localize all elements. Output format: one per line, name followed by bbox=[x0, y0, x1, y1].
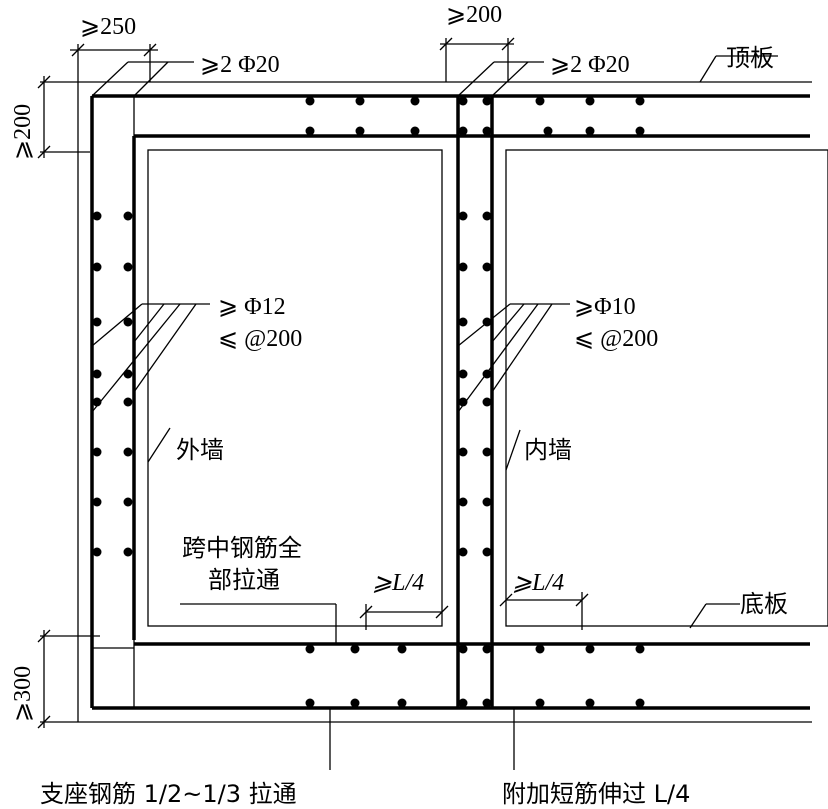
top-slab-label: 顶板 bbox=[726, 44, 774, 72]
quarter-span-left-label: ⩾L/4 bbox=[372, 570, 424, 596]
extra-bars-label: 附加短筋伸过 L/4 bbox=[502, 780, 690, 808]
top-bars-inner-label: ⩾2 Φ20 bbox=[550, 52, 630, 78]
dim-200-left-label: ⩾200 bbox=[10, 104, 36, 160]
inner-wall-label: 内墙 bbox=[524, 436, 572, 464]
leader-lines bbox=[91, 55, 778, 770]
dim-250-label: ⩾250 bbox=[80, 14, 136, 40]
rebar-dots bbox=[92, 96, 645, 708]
outer-wall-bars-label-2: ⩽ @200 bbox=[218, 326, 302, 352]
dimension-lines bbox=[37, 37, 589, 729]
concrete-outline bbox=[40, 38, 828, 723]
support-bars-label: 支座钢筋 1/2~1/3 拉通 bbox=[40, 780, 297, 808]
inner-wall-bars-label-1: ⩾Φ10 bbox=[574, 294, 636, 320]
midspan-label-2: 部拉通 bbox=[208, 566, 280, 594]
dim-200-top-label: ⩾200 bbox=[446, 2, 502, 28]
dim-300-left-label: ⩾300 bbox=[10, 666, 36, 722]
top-bars-outer-label: ⩾2 Φ20 bbox=[200, 52, 280, 78]
outer-wall-bars-label-1: ⩾ Φ12 bbox=[218, 294, 286, 320]
outer-wall-label: 外墙 bbox=[176, 436, 224, 464]
inner-wall-bars-label-2: ⩽ @200 bbox=[574, 326, 658, 352]
midspan-label-1: 跨中钢筋全 bbox=[182, 534, 302, 562]
bottom-slab-label: 底板 bbox=[740, 590, 788, 618]
quarter-span-right-label: ⩾L/4 bbox=[512, 570, 564, 596]
rebar-lines bbox=[90, 94, 810, 710]
